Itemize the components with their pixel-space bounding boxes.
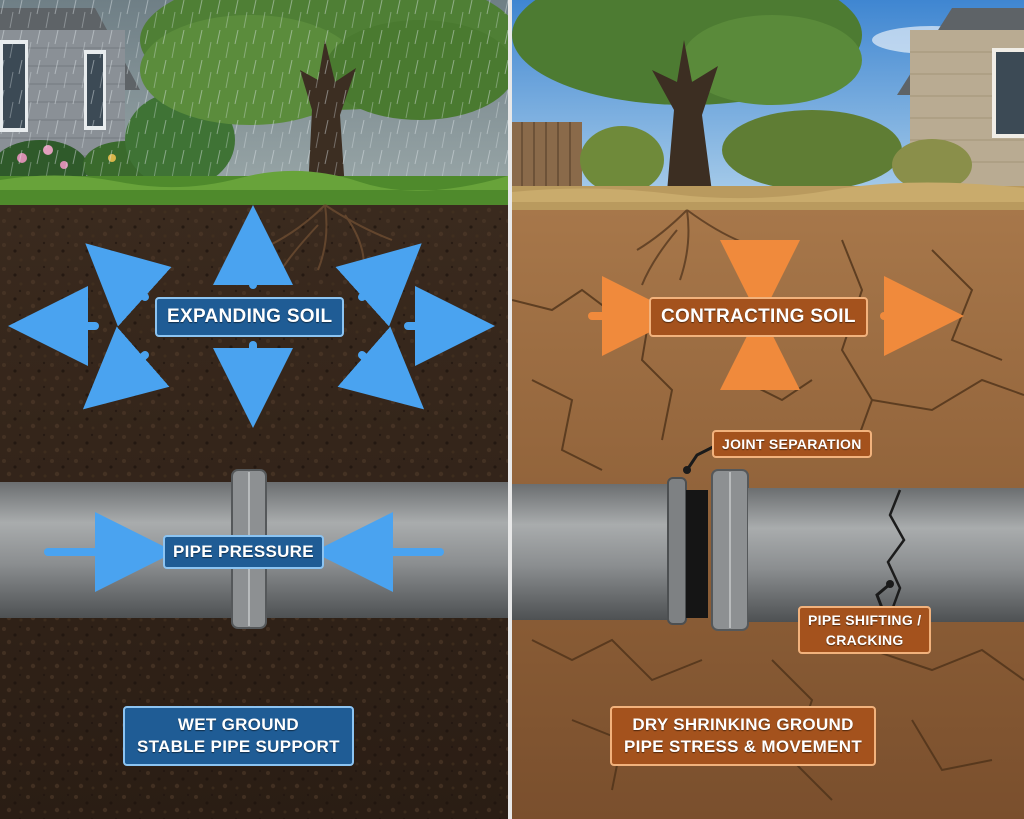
- pipe-cracking-label: PIPE SHIFTING / CRACKING: [798, 606, 932, 654]
- wet-soil-panel: EXPANDING SOIL PIPE PRESSURE WET GROUND …: [0, 0, 508, 819]
- pipe-cracking-label-line2: CRACKING: [825, 632, 904, 648]
- dry-ground-caption-line1: DRY SHRINKING GROUND: [632, 715, 854, 734]
- expanding-soil-label: EXPANDING SOIL: [155, 297, 345, 337]
- joint-separation-label: JOINT SEPARATION: [712, 430, 872, 458]
- pipe-pressure-label: PIPE PRESSURE: [163, 535, 324, 569]
- dry-ground-caption: DRY SHRINKING GROUND PIPE STRESS & MOVEM…: [610, 706, 877, 766]
- pipe-cracking-label-line1: PIPE SHIFTING /: [808, 612, 922, 628]
- wet-ground-caption-line2: STABLE PIPE SUPPORT: [137, 737, 340, 756]
- wet-ground-caption-line1: WET GROUND: [177, 715, 299, 734]
- contracting-soil-label: CONTRACTING SOIL: [649, 297, 868, 337]
- dry-soil-panel: CONTRACTING SOIL JOINT SEPARATION PIPE S…: [512, 0, 1024, 819]
- wet-ground-caption: WET GROUND STABLE PIPE SUPPORT: [123, 706, 354, 766]
- dry-ground-caption-line2: PIPE STRESS & MOVEMENT: [624, 737, 863, 756]
- wet-scene-illustration: [0, 0, 508, 819]
- dry-scene-illustration: [512, 0, 1024, 819]
- panel-divider: [508, 0, 512, 819]
